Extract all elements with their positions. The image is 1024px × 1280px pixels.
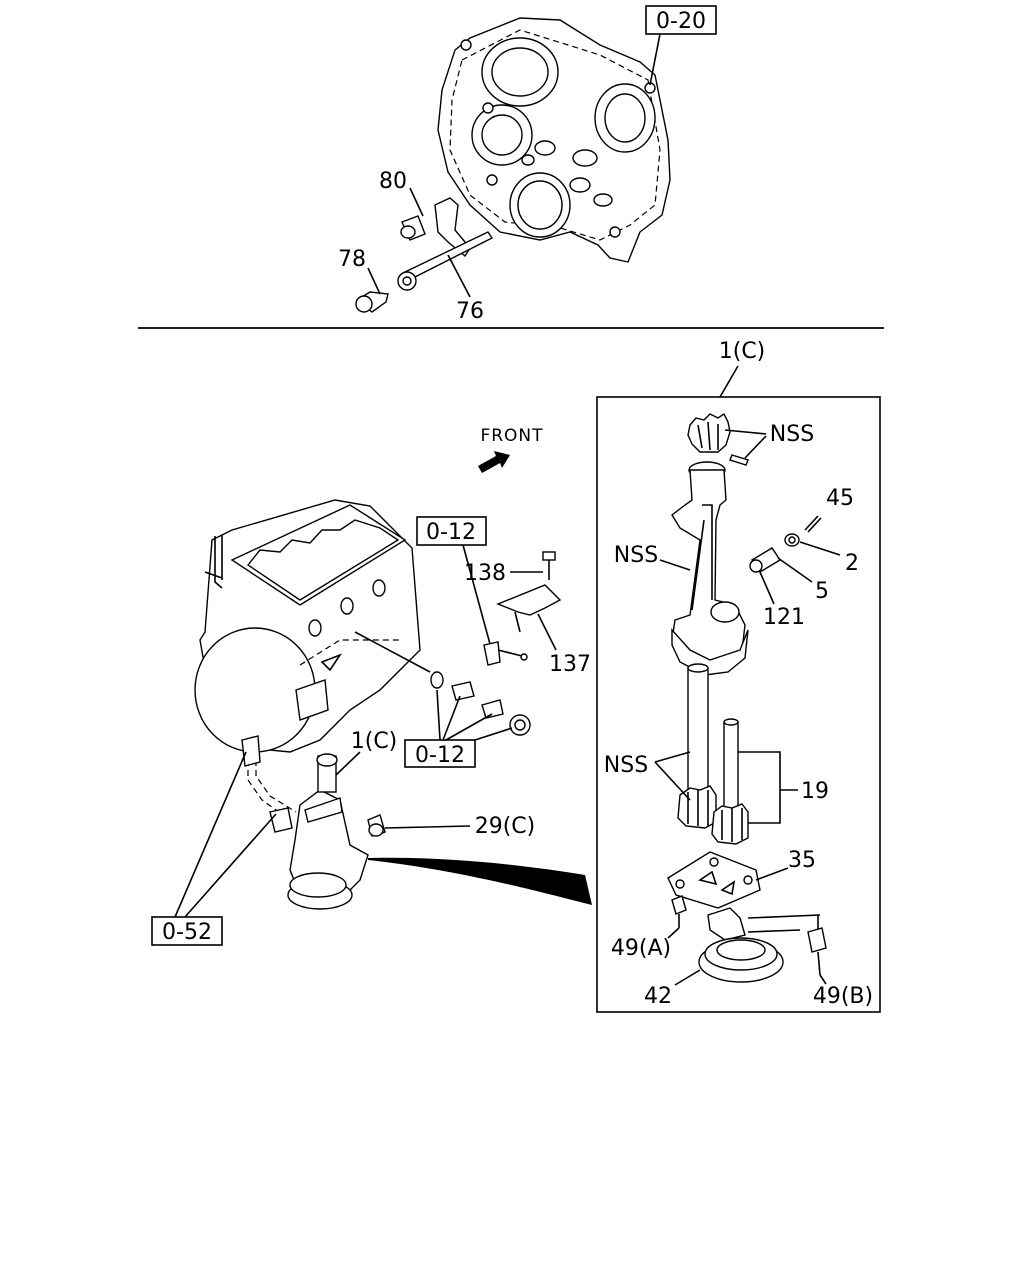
- relief-valve-parts: [749, 515, 822, 573]
- part-label-49b: 49(B): [813, 984, 873, 1009]
- part-label-nss-gear: NSS: [770, 422, 814, 447]
- oil-pipe: [241, 735, 297, 833]
- part-label-2: 2: [845, 551, 859, 576]
- part-label-49a: 49(A): [611, 936, 671, 961]
- bolt-138: [542, 551, 556, 580]
- part-label-78: 78: [338, 247, 366, 272]
- front-arrow-icon: [478, 451, 510, 473]
- pump-cover: [667, 851, 761, 909]
- oil-level-gauge-guide: [397, 197, 494, 291]
- ref-box-0-52: [151, 916, 223, 946]
- fittings: [430, 671, 531, 736]
- bolt-78: [355, 291, 389, 313]
- part-label-137: 137: [549, 652, 591, 677]
- detail-arrow: [368, 857, 592, 905]
- idler-shaft-and-gear: [711, 718, 749, 845]
- part-label-1c-engine: 1(C): [351, 729, 398, 754]
- ref-label-0-12-top: 0-12: [426, 520, 476, 545]
- part-label-80: 80: [379, 169, 407, 194]
- engine-block: [194, 499, 431, 753]
- ref-box-0-12-top: [416, 516, 487, 546]
- part-label-138: 138: [464, 561, 506, 586]
- part-label-35: 35: [788, 848, 816, 873]
- part-label-nss-body: NSS: [614, 543, 658, 568]
- drive-gear: [687, 412, 749, 466]
- part-label-1c-box: 1(C): [719, 339, 766, 364]
- part-label-19: 19: [801, 779, 829, 804]
- part-label-nss-shaft: NSS: [604, 753, 648, 778]
- detail-box: [596, 396, 881, 1013]
- bracket-137: [496, 584, 562, 633]
- bolt-49b: [807, 915, 827, 976]
- oil-strainer: [698, 907, 821, 983]
- part-label-76: 76: [456, 299, 484, 324]
- part-label-5: 5: [815, 579, 829, 604]
- bolt-29c: [367, 814, 386, 837]
- timing-cover-assembly: [437, 17, 671, 263]
- drive-shaft-and-gear: [677, 663, 717, 829]
- front-label: FRONT: [480, 426, 543, 446]
- ref-label-0-20: 0-20: [656, 9, 706, 34]
- part-label-121: 121: [763, 605, 805, 630]
- part-label-45: 45: [826, 486, 854, 511]
- ref-label-0-52: 0-52: [162, 920, 212, 945]
- bolt-80: [400, 215, 426, 241]
- ref-box-0-20: [645, 5, 717, 35]
- oil-pump-installed: [287, 753, 369, 910]
- ref-label-0-12-bottom: 0-12: [415, 743, 465, 768]
- part-label-42: 42: [644, 984, 672, 1009]
- part-label-29c: 29(C): [475, 814, 536, 839]
- pump-body: [671, 461, 749, 676]
- bolt-49a: [671, 895, 687, 928]
- oil-pressure-sensor: [483, 641, 528, 666]
